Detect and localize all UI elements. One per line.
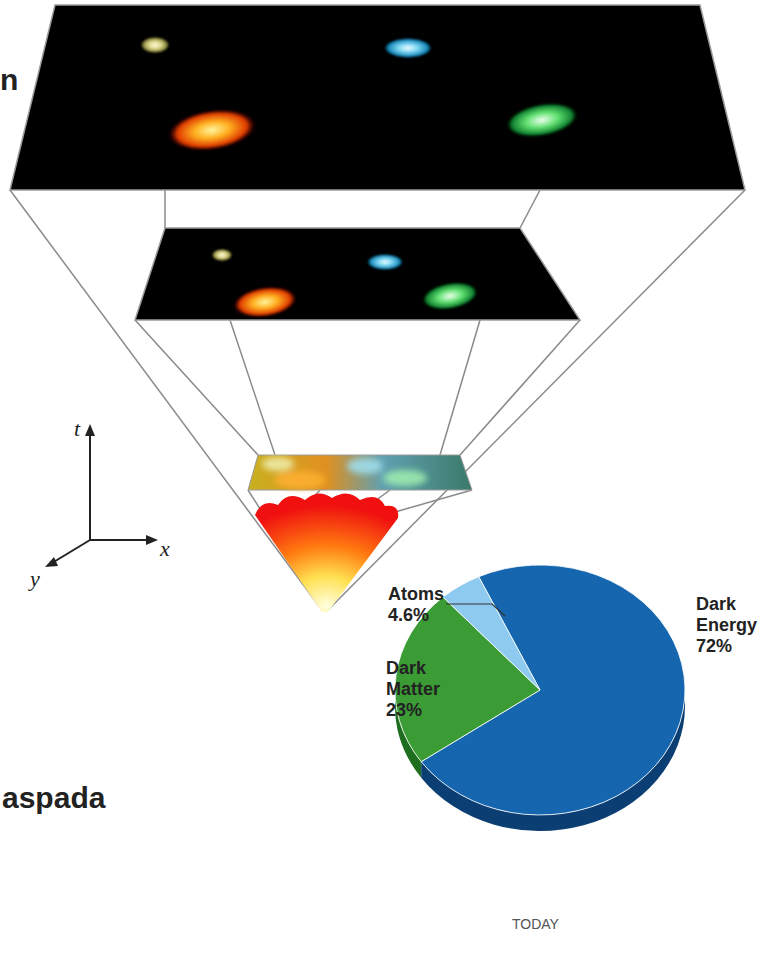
pie-label: Dark Matter 23% <box>386 658 456 721</box>
axis-label: y <box>30 566 40 592</box>
chart-caption: TODAY <box>512 916 559 932</box>
axis-label: x <box>160 536 170 562</box>
pie-label: Atoms 4.6% <box>388 584 450 626</box>
cut-text: n <box>0 62 18 97</box>
cut-text: aspada <box>2 780 105 815</box>
axis-label: t <box>74 416 80 442</box>
pie-label: Dark Energy 72% <box>696 594 774 657</box>
